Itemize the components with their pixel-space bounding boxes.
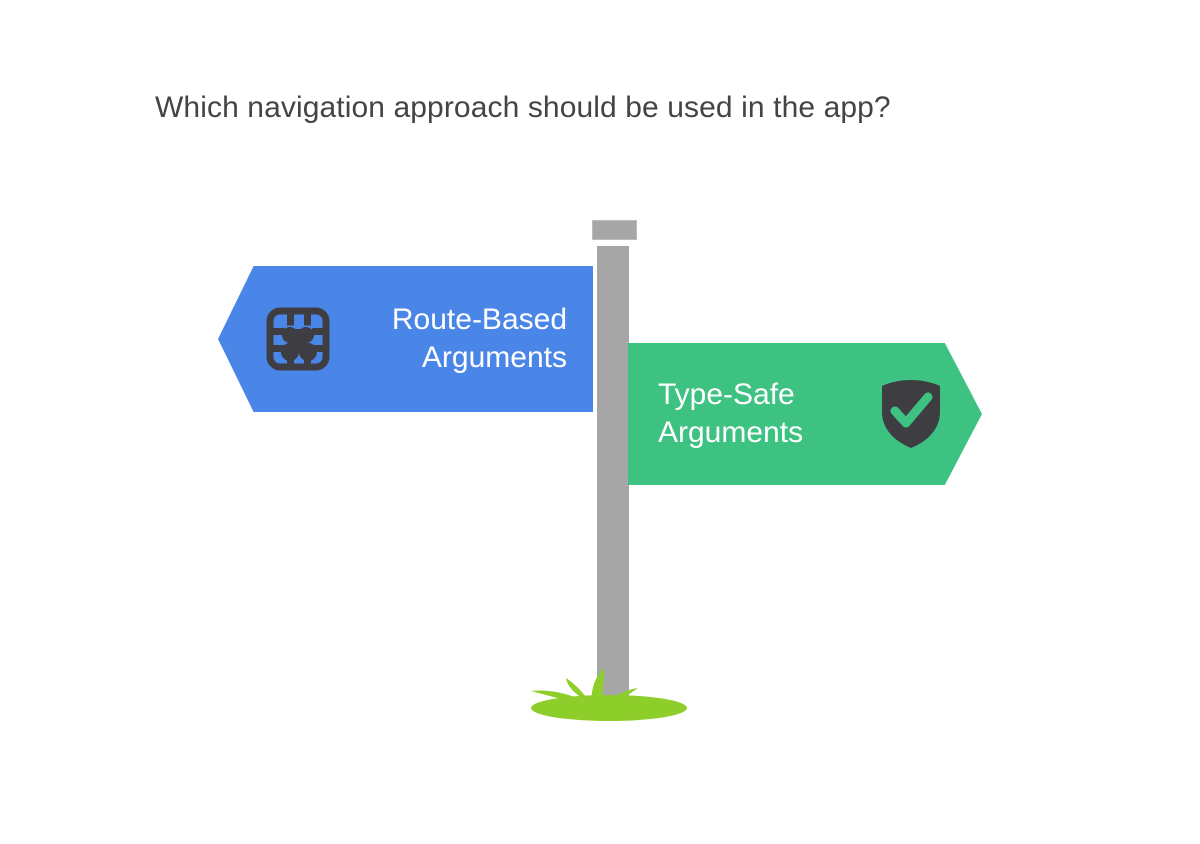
sign-label-route-based-arguments: Route-Based Arguments [391, 303, 567, 374]
sign-type-safe-arguments[interactable]: Type-Safe Arguments [628, 343, 982, 485]
signpost-cap [592, 220, 637, 240]
network-grid-icon [266, 307, 330, 371]
grass-icon [520, 660, 700, 730]
signpost-shaft [597, 246, 629, 704]
sign-route-based-arguments[interactable]: Route-Based Arguments [218, 266, 593, 412]
shield-check-icon [878, 378, 944, 450]
sign-label-type-safe-arguments: Type-Safe Arguments [658, 378, 804, 449]
page-title: Which navigation approach should be used… [155, 91, 891, 124]
